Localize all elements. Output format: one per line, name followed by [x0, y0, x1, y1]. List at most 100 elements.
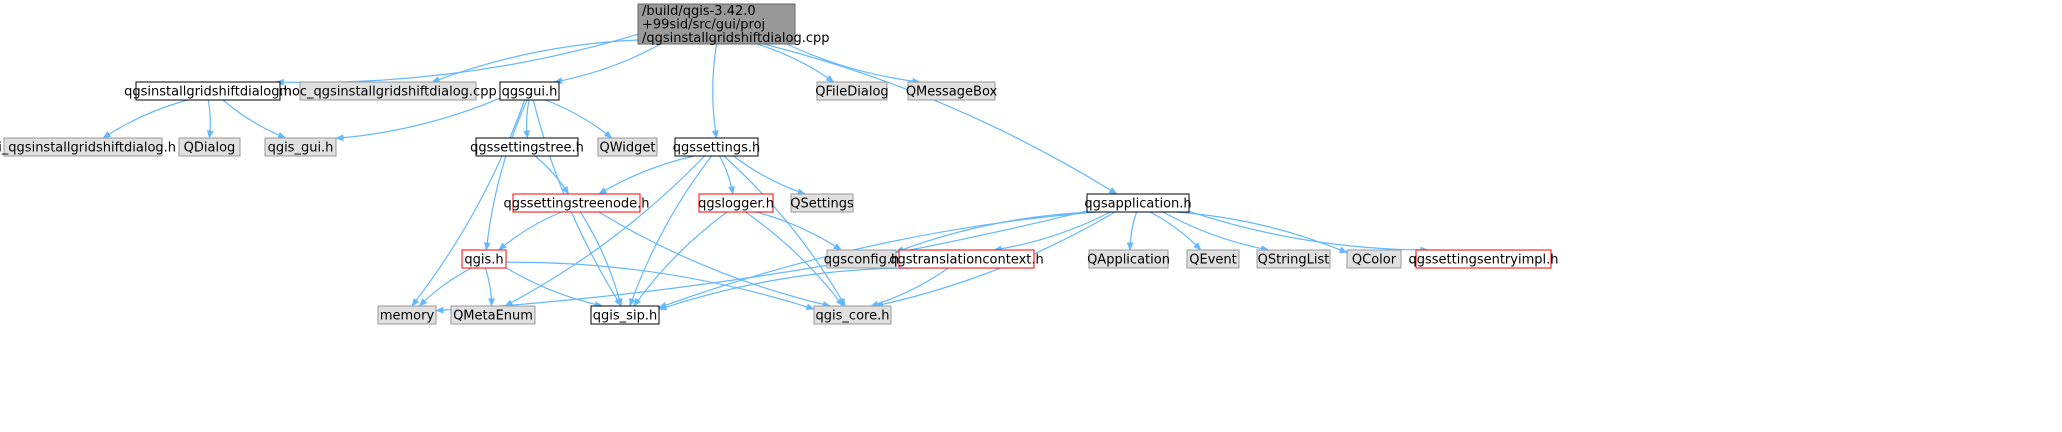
node-box: [461, 249, 507, 269]
node-box: [178, 137, 241, 157]
node-label: QStringList: [1258, 253, 1330, 268]
node-label: qgstranslationcontext.h: [889, 253, 1044, 268]
edge-qgsgui_h-to-qgis_h: [483, 99, 528, 251]
node-memory: memory: [377, 305, 437, 325]
node-ui_h: ui_qgsinstallgridshiftdialog.h: [0, 137, 176, 157]
node-box: [299, 81, 477, 101]
node-qgssettingstree_h[interactable]: qgssettingstree.h: [470, 137, 584, 157]
node-qgsinstallgridshiftdialog_h[interactable]: qgsinstallgridshiftdialog.h: [124, 81, 292, 101]
edge-root-to-qgssettings_h: [711, 43, 719, 139]
node-label: QDialog: [184, 141, 236, 156]
node-box: [377, 305, 437, 325]
edge-qgsapplication_h-to-qapplication: [1126, 211, 1138, 251]
edge-qgsapplication_h-to-qgssettingsentryimpl_h: [1188, 210, 1429, 254]
node-qsettings: QSettings: [790, 193, 854, 213]
edge-root-to-qgsapplication_h: [763, 43, 1118, 195]
edge-qgslogger_h-to-qgis_core_h: [745, 211, 844, 307]
edge-qgsapplication_h-to-qevent: [1149, 211, 1202, 251]
node-label: qgssettingstreenode.h: [503, 197, 649, 212]
node-qapplication: QApplication: [1087, 249, 1170, 269]
edge-qgstranslationcontext_h-to-qgis_sip_h: [658, 267, 912, 311]
edge-qgis_h-to-qgis_core_h: [505, 261, 815, 311]
node-qgstranslationcontext_h[interactable]: qgstranslationcontext.h: [889, 249, 1044, 269]
node-label: qgsconfig.h: [824, 253, 899, 268]
node-label: qgsapplication.h: [1084, 197, 1191, 212]
node-box: [512, 193, 641, 213]
node-box: [1088, 249, 1169, 269]
edge-root-to-moc_cpp: [431, 39, 639, 83]
node-label: qgssettingstree.h: [470, 141, 584, 156]
node-qgssettings_h[interactable]: qgssettings.h: [673, 137, 761, 157]
node-box: [1346, 249, 1402, 269]
node-box: [907, 81, 996, 101]
node-qfiledialog: QFileDialog: [815, 81, 889, 101]
node-label: +99sid/src/gui/proj: [642, 18, 765, 33]
edge-qgssettingstreenode_h-to-qgis_h: [498, 211, 562, 251]
edge-qgsgui_h-to-qgssettingstree_h: [523, 99, 530, 139]
edge-qgsgui_h-to-memory: [411, 99, 526, 307]
node-qwidget: QWidget: [597, 137, 658, 157]
node-box: [1415, 249, 1552, 269]
node-box: [499, 81, 560, 101]
node-label: /qgsinstallgridshiftdialog.cpp: [642, 31, 830, 46]
node-label: qgssettingsentryimpl.h: [1408, 253, 1558, 268]
edge-qgslogger_h-to-qgsconfig_h: [756, 211, 843, 251]
node-box: [826, 249, 897, 269]
node-box: [813, 305, 892, 325]
node-qgsgui_h[interactable]: qgsgui.h: [499, 81, 560, 101]
node-box: [450, 305, 536, 325]
edge-qgsapplication_h-to-qcolor: [1175, 211, 1348, 254]
node-label: moc_qgsinstallgridshiftdialog.cpp: [279, 85, 496, 100]
node-root[interactable]: /build/qgis-3.42.0+99sid/src/gui/proj/qg…: [637, 3, 830, 46]
edge-qgis_h-to-qgis_sip_h: [505, 267, 604, 308]
node-qgis_core_h: qgis_core.h: [813, 305, 892, 325]
node-box: [898, 249, 1035, 269]
node-label: QWidget: [599, 141, 655, 156]
node-qgslogger_h[interactable]: qgslogger.h: [698, 193, 774, 213]
edge-qgssettings_h-to-qgis_core_h: [723, 155, 846, 307]
node-qgssettingstreenode_h[interactable]: qgssettingstreenode.h: [503, 193, 650, 213]
node-box: [3, 137, 163, 157]
node-label: memory: [380, 309, 435, 324]
node-box: [698, 193, 774, 213]
edge-qgsapplication_h-to-memory: [435, 210, 1088, 314]
edge-qgssettingstreenode_h-to-qgis_core_h: [598, 211, 832, 308]
edge-root-to-qgsgui_h: [553, 43, 661, 84]
node-box: [1086, 193, 1190, 213]
nodes-layer: /build/qgis-3.42.0+99sid/src/gui/proj/qg…: [0, 3, 1559, 325]
node-qgssettingsentryimpl_h[interactable]: qgssettingsentryimpl.h: [1408, 249, 1559, 269]
node-moc_cpp: moc_qgsinstallgridshiftdialog.cpp: [279, 81, 497, 101]
node-label: qgis_core.h: [816, 309, 890, 324]
node-box: [1256, 249, 1331, 269]
node-label: QFileDialog: [815, 85, 888, 100]
node-label: qgis_gui.h: [268, 141, 334, 156]
node-label: QMetaEnum: [453, 309, 533, 324]
edge-root-to-qmessagebox: [786, 43, 921, 85]
node-qmessagebox: QMessageBox: [906, 81, 997, 101]
node-qcolor: QColor: [1346, 249, 1402, 269]
node-qgis_sip_h[interactable]: qgis_sip.h: [590, 305, 660, 325]
node-box: [790, 193, 854, 213]
node-label: qgsinstallgridshiftdialog.h: [124, 85, 292, 100]
node-box: [637, 3, 796, 45]
edge-qgsinstallgridshiftdialog_h-to-ui_h: [102, 99, 189, 139]
node-qgis_h[interactable]: qgis.h: [461, 249, 507, 269]
node-box: [264, 137, 337, 157]
node-label: qgis_sip.h: [593, 309, 657, 324]
node-qmetaenum: QMetaEnum: [450, 305, 536, 325]
node-qstringlist: QStringList: [1256, 249, 1331, 269]
edge-qgssettings_h-to-qgssettingstreenode_h: [598, 155, 695, 195]
node-qgsapplication_h[interactable]: qgsapplication.h: [1084, 193, 1192, 213]
edge-qgsgui_h-to-qgis_gui_h: [335, 97, 501, 142]
edge-qgssettings_h-to-qsettings: [733, 155, 806, 195]
edge-qgsinstallgridshiftdialog_h-to-qgis_gui_h: [222, 99, 287, 139]
edge-qgsapplication_h-to-qgis_sip_h: [658, 211, 1097, 309]
node-box: [674, 137, 759, 157]
node-qdialog: QDialog: [178, 137, 241, 157]
node-box: [475, 137, 579, 157]
node-label: QEvent: [1189, 253, 1236, 268]
node-qevent: QEvent: [1186, 249, 1240, 269]
edge-qgssettings_h-to-qmetaenum: [504, 155, 705, 307]
edge-qgssettingstree_h-to-qgssettingstreenode_h: [534, 155, 570, 195]
